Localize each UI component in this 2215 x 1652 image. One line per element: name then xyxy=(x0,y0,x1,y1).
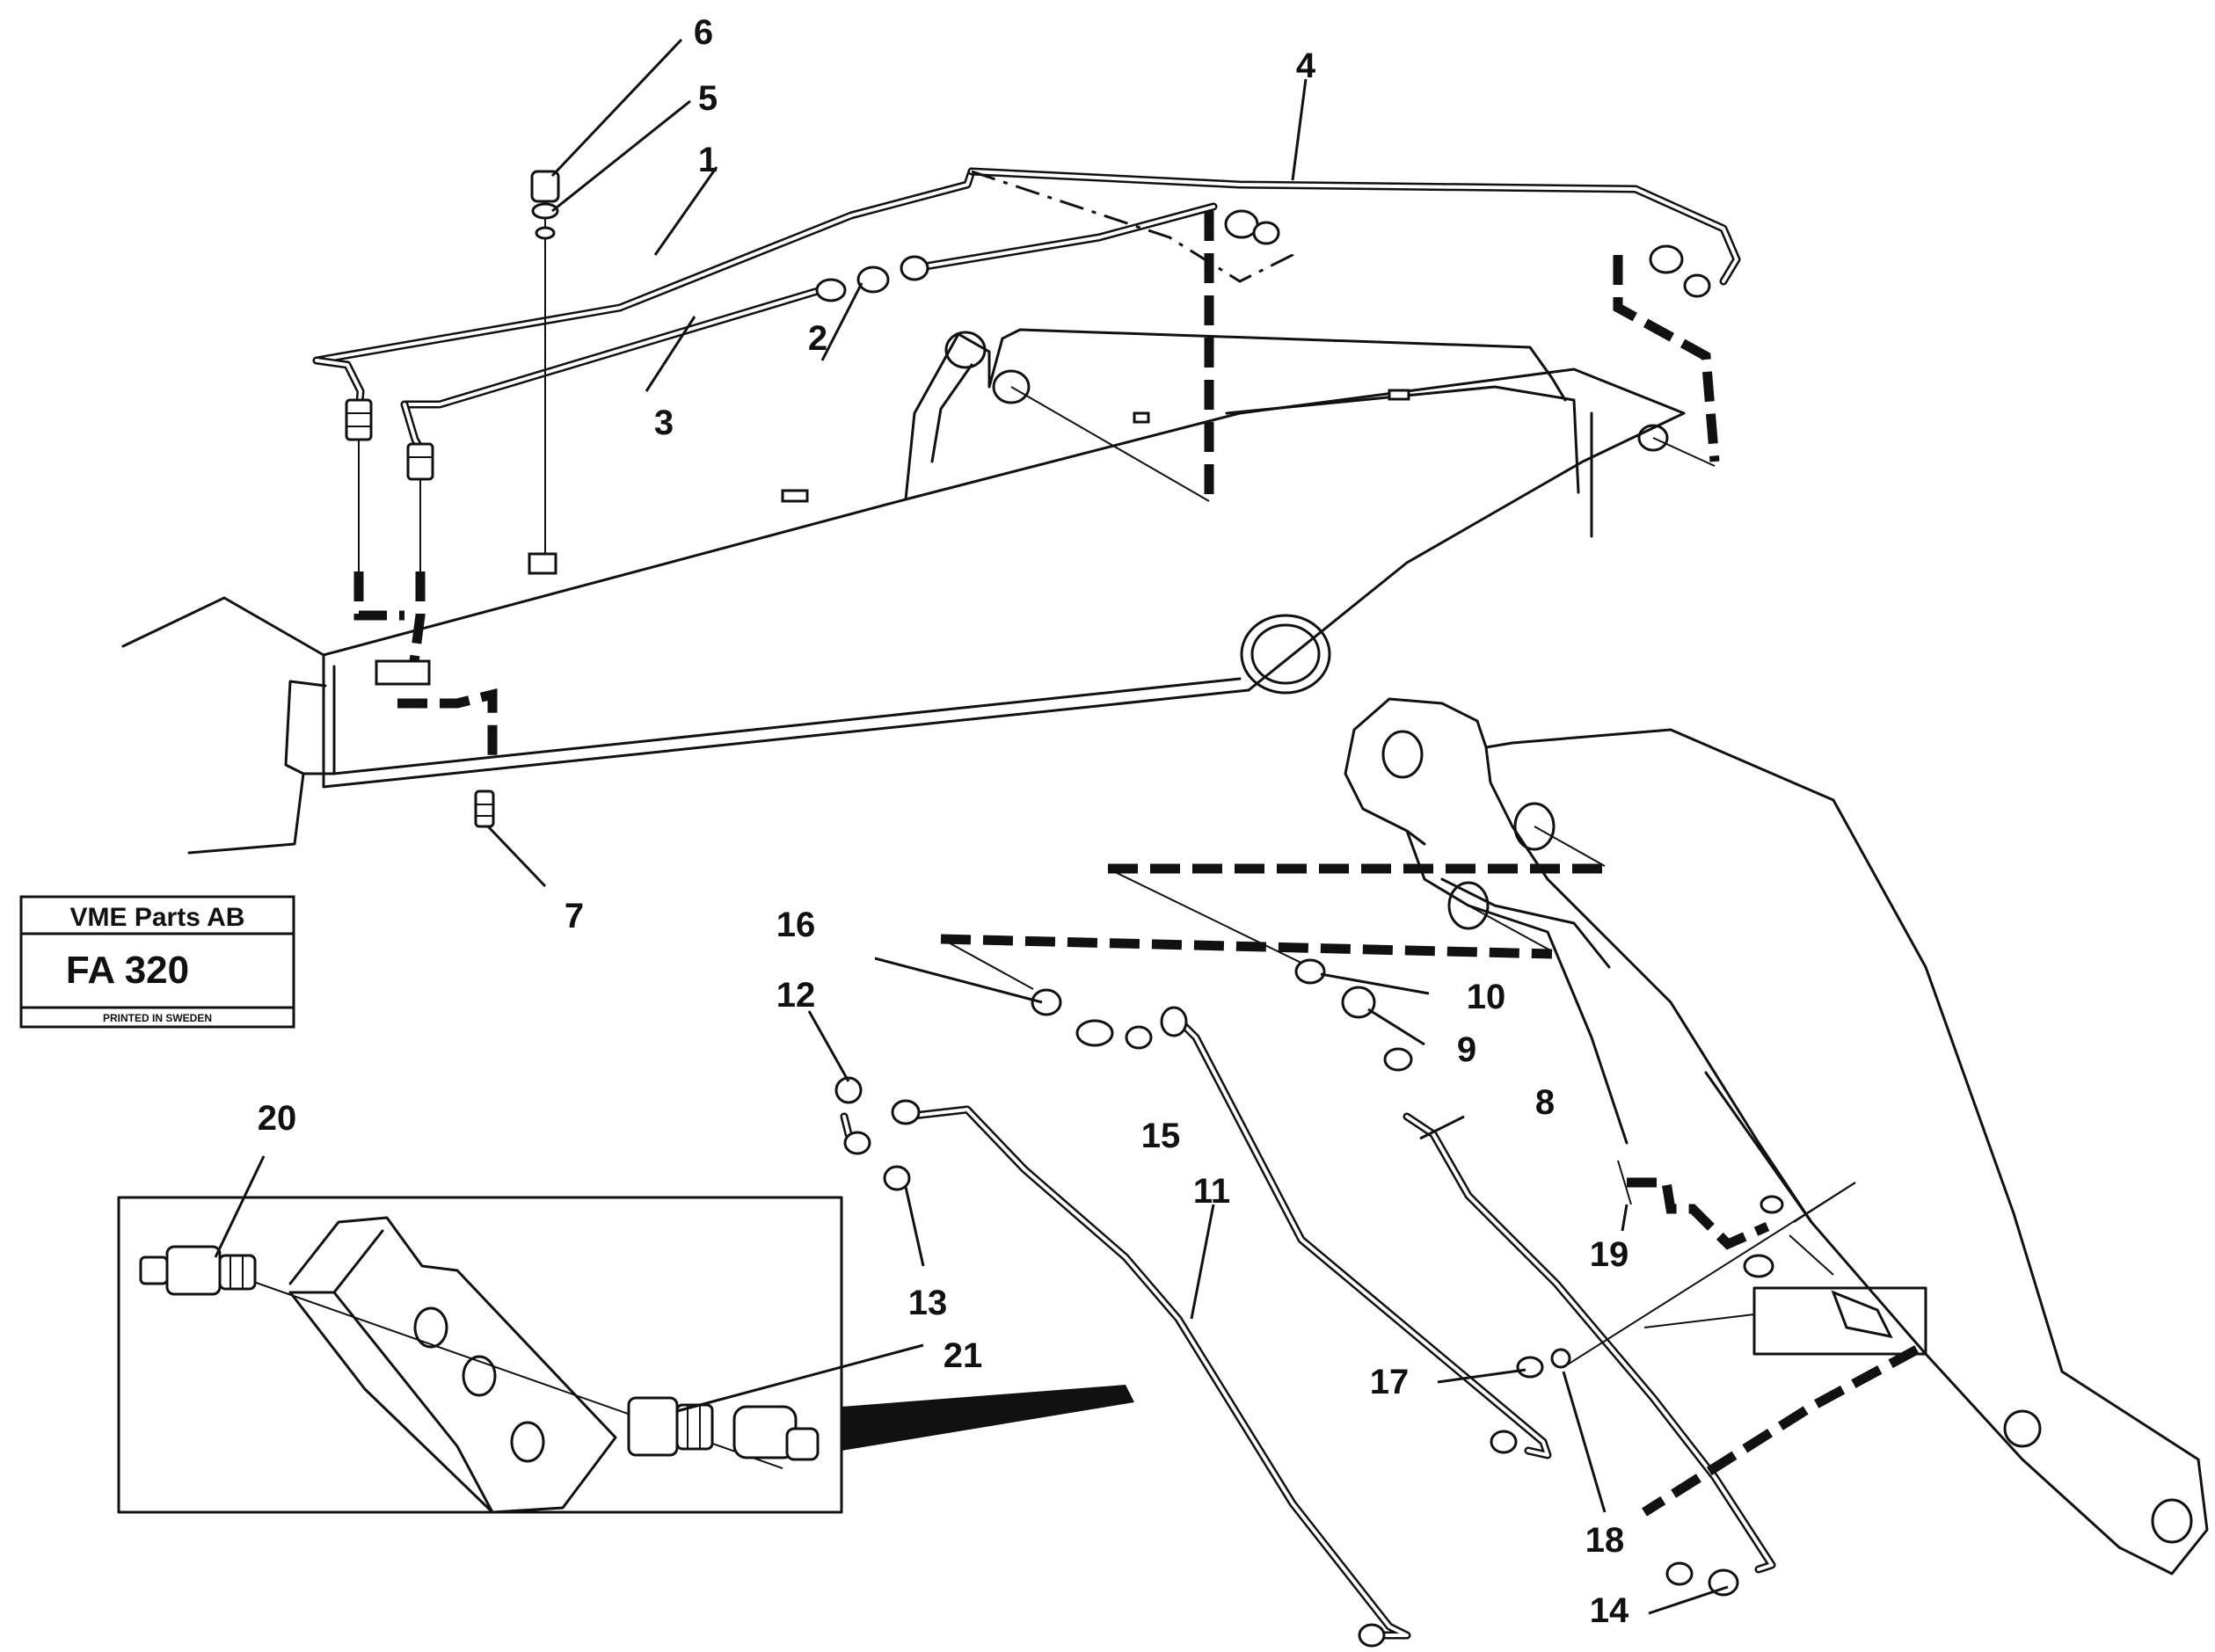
callout-14: 14 xyxy=(1590,1591,1629,1630)
callout-labels: 6 5 1 4 2 3 7 16 12 10 9 8 15 11 13 19 1… xyxy=(258,13,1629,1630)
callout-17: 17 xyxy=(1370,1363,1410,1401)
grease-pipes-lower xyxy=(840,826,1920,1640)
fittings-upper xyxy=(345,170,1711,828)
boom-upper xyxy=(121,328,1686,855)
callout-5: 5 xyxy=(698,79,718,118)
callout-13: 13 xyxy=(908,1284,948,1322)
callout-6: 6 xyxy=(694,13,713,52)
callout-1: 1 xyxy=(698,141,718,179)
stamp-company: VME Parts AB xyxy=(70,903,245,932)
callout-10: 10 xyxy=(1467,978,1506,1016)
callout-7: 7 xyxy=(565,897,584,935)
callout-21: 21 xyxy=(944,1336,983,1375)
leader-lines xyxy=(214,38,1729,1615)
callout-8: 8 xyxy=(1535,1083,1555,1122)
boom-lower-arm xyxy=(1344,697,2209,1576)
callout-11: 11 xyxy=(1193,1172,1230,1211)
vme-parts-stamp: VME Parts AB FA 320 PRINTED IN SWEDEN xyxy=(19,895,295,1029)
fittings-lower xyxy=(834,958,1927,1648)
callout-20: 20 xyxy=(258,1099,297,1138)
callout-19: 19 xyxy=(1590,1235,1629,1274)
inset-detail xyxy=(117,1196,1134,1514)
callout-18: 18 xyxy=(1585,1521,1625,1560)
callout-2: 2 xyxy=(808,319,827,358)
stamp-printed: PRINTED IN SWEDEN xyxy=(103,1012,212,1024)
callout-12: 12 xyxy=(776,976,816,1015)
callout-4: 4 xyxy=(1296,47,1316,85)
callout-9: 9 xyxy=(1457,1030,1476,1069)
stamp-code: FA 320 xyxy=(66,949,189,992)
callout-15: 15 xyxy=(1141,1117,1181,1155)
callout-3: 3 xyxy=(654,404,674,442)
callout-16: 16 xyxy=(776,906,816,944)
